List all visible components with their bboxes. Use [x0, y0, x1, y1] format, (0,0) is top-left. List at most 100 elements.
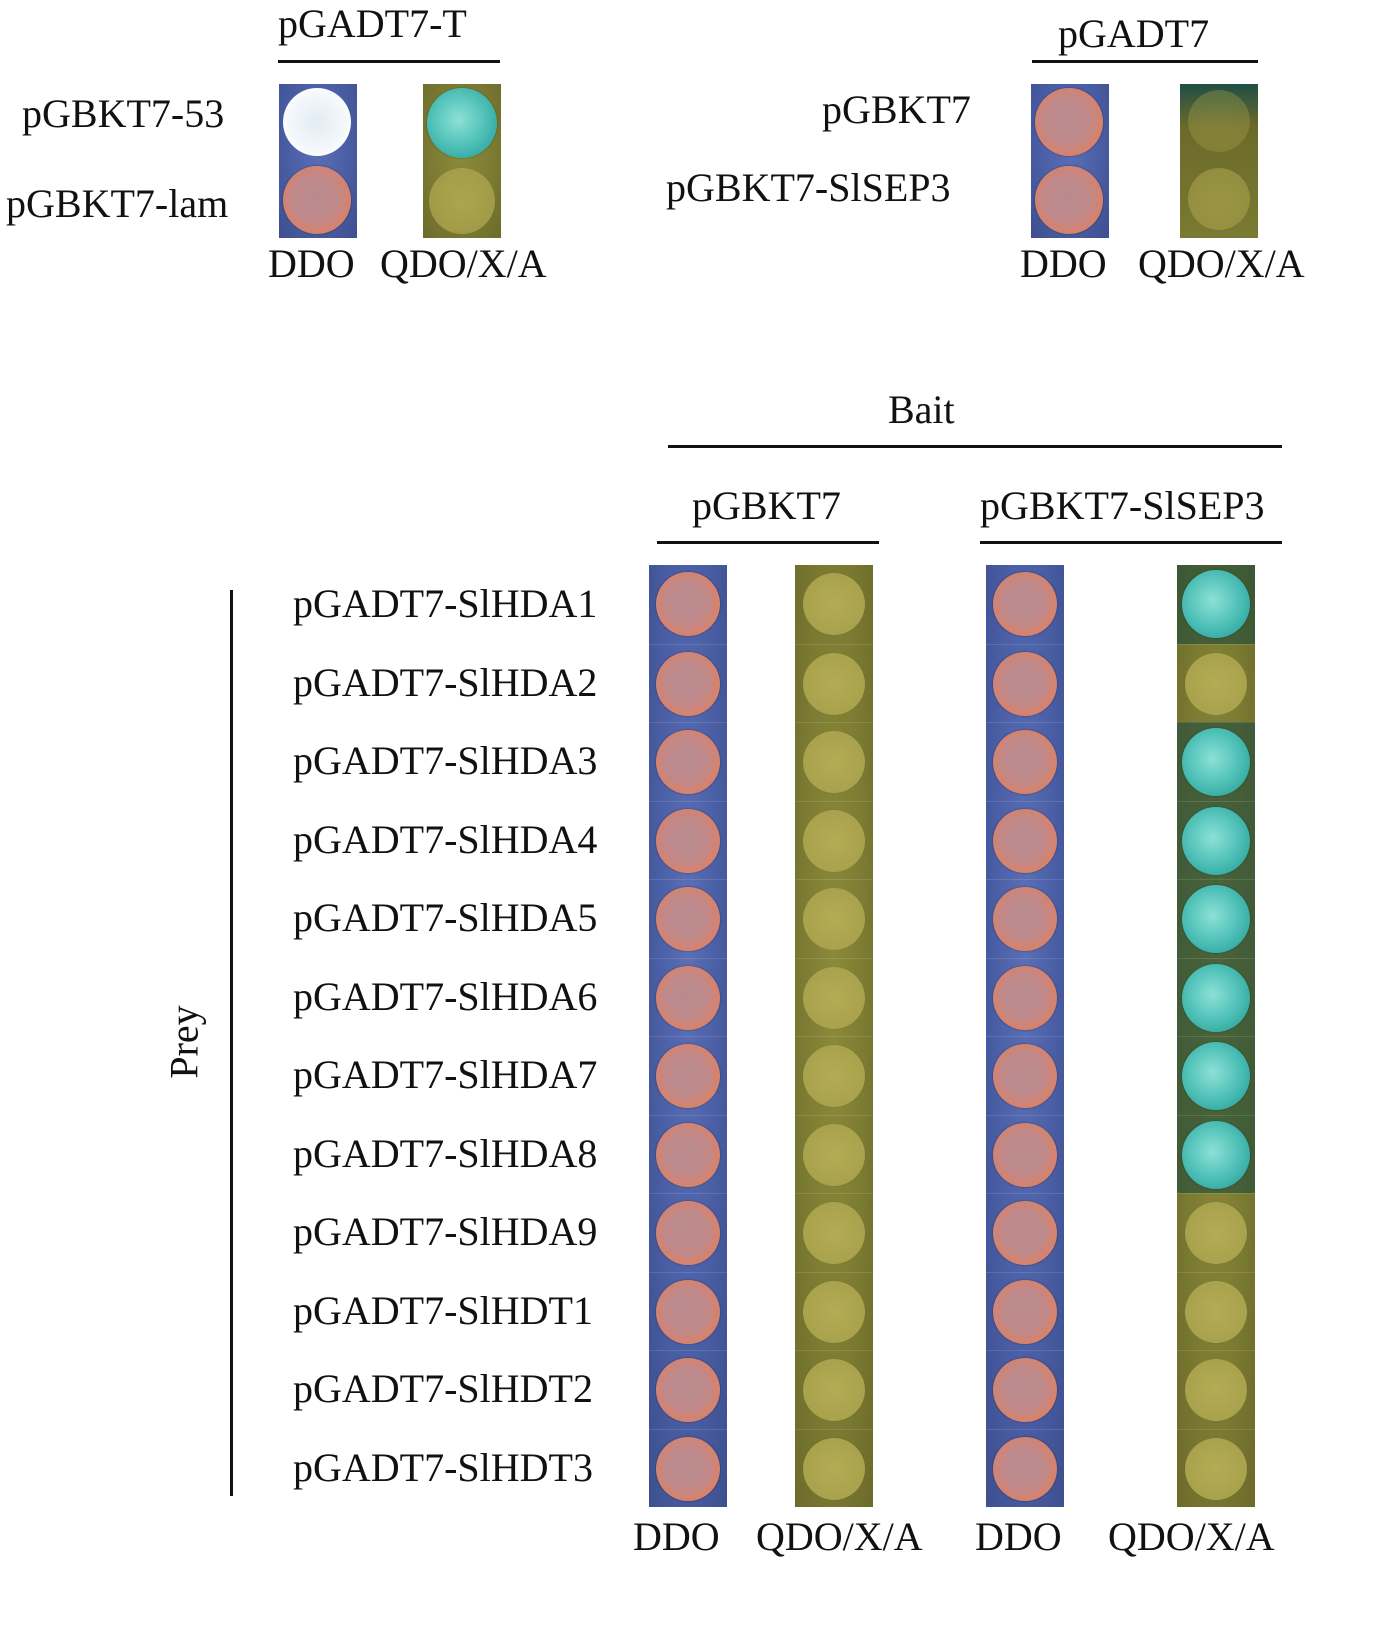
plate-cell — [649, 1036, 727, 1115]
plate-cell — [649, 1271, 727, 1351]
prey-bracket-line — [230, 590, 233, 1496]
plate-cell — [986, 1114, 1064, 1194]
plate-cell — [649, 1428, 727, 1508]
colony — [1185, 1202, 1247, 1265]
colony — [993, 1279, 1057, 1344]
plate-cell — [1177, 800, 1255, 879]
plate-cell — [1177, 722, 1255, 801]
control-right-row-label: pGBKT7-SlSEP3 — [666, 165, 951, 210]
plate-cell — [986, 1271, 1064, 1351]
plate-cell — [795, 722, 873, 801]
colony — [993, 572, 1057, 637]
colony — [803, 966, 865, 1029]
prey-row-label: pGADT7-SlHDT2 — [293, 1366, 593, 1412]
colony — [1182, 1042, 1250, 1111]
control-right-group-label: pGADT7 — [1058, 11, 1210, 56]
bait-label: Bait — [888, 387, 955, 432]
media-label: QDO/X/A — [1138, 241, 1305, 286]
media-label: QDO/X/A — [756, 1514, 923, 1559]
plate-cell — [649, 643, 727, 723]
plate-cell — [795, 1428, 873, 1508]
colony — [803, 731, 865, 794]
colony — [993, 730, 1057, 795]
colony — [1035, 88, 1103, 156]
control-left-row-label: pGBKT7-lam — [6, 181, 229, 226]
colony — [803, 1202, 865, 1265]
plate-cell — [986, 1350, 1064, 1429]
control-right-ddo-strip — [1031, 84, 1109, 238]
plate-cell — [1177, 1350, 1255, 1429]
colony — [803, 573, 865, 636]
plate-cell — [986, 1036, 1064, 1115]
control-left-ddo-strip — [279, 84, 357, 238]
colony — [803, 888, 865, 951]
bait-group-label: pGBKT7 — [692, 483, 841, 528]
prey-row-label: pGADT7-SlHDA9 — [293, 1209, 598, 1255]
plate-cell — [986, 879, 1064, 958]
colony — [1182, 806, 1250, 875]
plate-cell — [1177, 1036, 1255, 1115]
pgbkt7-qdo-strip — [795, 565, 873, 1507]
colony — [803, 1280, 865, 1343]
control-left-row-label: pGBKT7-53 — [22, 91, 225, 136]
control-left-qdo-strip — [423, 84, 501, 238]
plate-cell — [795, 800, 873, 880]
plate-cell — [795, 1193, 873, 1272]
colony — [993, 887, 1057, 952]
bait-group-label: pGBKT7-SlSEP3 — [980, 483, 1265, 528]
colony — [1188, 168, 1250, 230]
colony — [1182, 963, 1250, 1032]
media-label: QDO/X/A — [380, 241, 547, 286]
plate-cell — [1177, 1193, 1255, 1272]
colony — [803, 1359, 865, 1422]
colony — [1035, 166, 1103, 234]
plate-cell — [986, 722, 1064, 801]
plate-cell — [1177, 565, 1255, 644]
plate-cell — [1177, 1428, 1255, 1508]
control-right-qdo-strip — [1180, 84, 1258, 238]
colony — [1188, 90, 1250, 152]
plate-cell — [986, 1193, 1064, 1272]
plate-cell — [649, 722, 727, 801]
plate-cell — [986, 957, 1064, 1037]
colony — [803, 1045, 865, 1108]
colony — [656, 1044, 720, 1109]
prey-row-label: pGADT7-SlHDA2 — [293, 659, 598, 705]
bait-group-line — [980, 541, 1282, 544]
plate-cell — [795, 643, 873, 723]
prey-label: Prey — [161, 1005, 207, 1079]
colony — [283, 166, 351, 234]
plate-cell — [795, 565, 873, 644]
colony — [1185, 1437, 1247, 1500]
media-label: DDO — [1020, 241, 1107, 286]
colony — [1185, 1359, 1247, 1422]
colony — [1182, 728, 1250, 797]
colony — [656, 1122, 720, 1187]
colony — [803, 809, 865, 872]
prey-row-label: pGADT7-SlHDA5 — [293, 895, 598, 941]
colony — [803, 1437, 865, 1500]
pgbkt7-ddo-strip — [649, 565, 727, 1507]
plate-cell — [795, 1350, 873, 1429]
bait-group-line — [657, 541, 879, 544]
colony — [429, 168, 495, 234]
plate-cell — [649, 565, 727, 644]
media-label: DDO — [633, 1514, 720, 1559]
plate-cell — [1177, 1114, 1255, 1193]
control-right-row-label: pGBKT7 — [822, 87, 971, 132]
colony — [656, 965, 720, 1030]
plate-cell — [795, 879, 873, 958]
plate-cell — [795, 1271, 873, 1351]
colony — [1182, 570, 1250, 639]
media-label: DDO — [268, 241, 355, 286]
sep3-qdo-strip — [1177, 565, 1255, 1507]
plate-cell — [795, 1114, 873, 1194]
colony — [656, 572, 720, 637]
plate-cell — [1177, 879, 1255, 958]
plate-cell — [986, 1428, 1064, 1508]
plate-cell — [649, 957, 727, 1037]
colony — [993, 1436, 1057, 1501]
colony — [993, 965, 1057, 1030]
prey-row-label: pGADT7-SlHDA7 — [293, 1052, 598, 1098]
plate-cell — [1177, 957, 1255, 1036]
